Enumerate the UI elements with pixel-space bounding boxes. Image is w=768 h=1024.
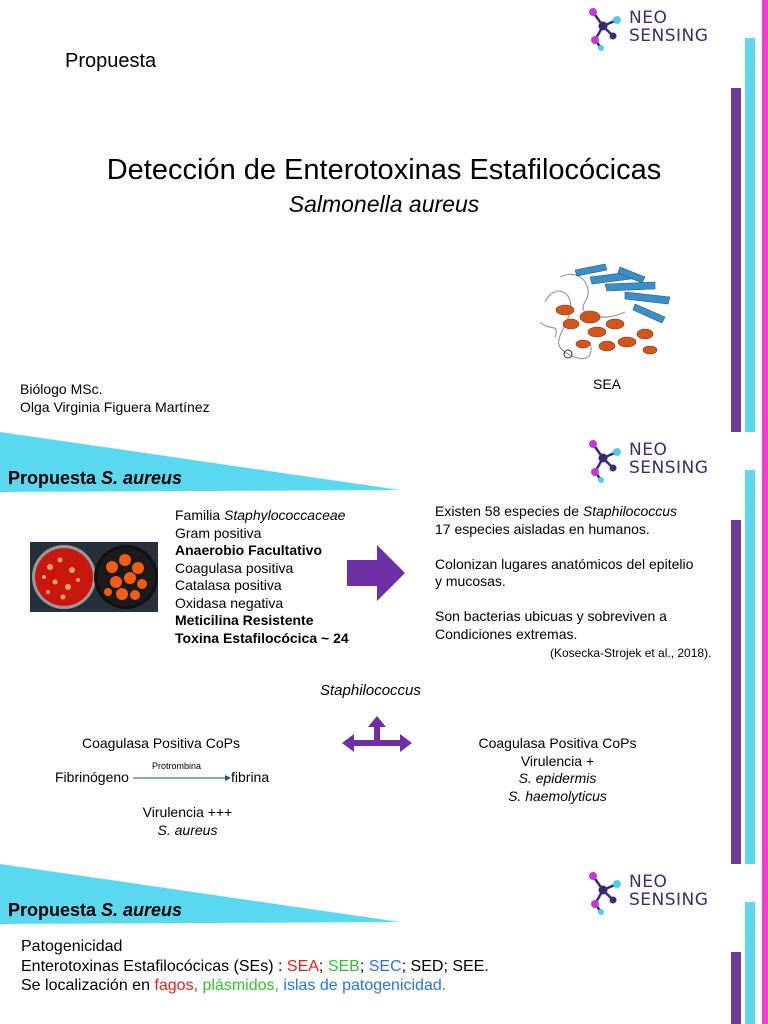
neo-sensing-logo: NEO SENSING — [585, 6, 735, 56]
pathogenicity-heading: Patogenicidad — [21, 938, 123, 955]
genus-label: Staphilococcus — [320, 682, 421, 699]
toxin-others: SED; SEE. — [406, 957, 489, 975]
slide-overview: Propuesta S. aureus NEO SENSING — [0, 432, 768, 864]
left-branch-virulence: Virulencia +++ S. aureus — [120, 804, 255, 839]
pathogenicity-text: Patogenicidad Enterotoxinas Estafilocóci… — [21, 937, 489, 996]
purple-accent-bar — [731, 520, 741, 864]
left-species-text: S. aureus — [157, 821, 218, 838]
localization-label: Se localización en — [21, 977, 155, 994]
petri-dish-image — [30, 542, 158, 612]
separator: ; — [359, 957, 365, 975]
section-title-prefix: Propuesta — [8, 468, 102, 488]
slide-pathogenicity: Propuesta S. aureus NEO SENSING Patogeni… — [0, 864, 768, 1024]
author-credit: Biólogo MSc. Olga Virginia Figuera Martí… — [20, 380, 210, 416]
purple-accent-bar — [731, 952, 741, 1024]
fibrinogeno-label: Fibrinógeno — [55, 769, 129, 785]
property-coagulasa: Coagulasa positiva — [175, 559, 294, 576]
molecule-icon — [589, 8, 621, 51]
right-species-2: S. haemolyticus — [508, 787, 607, 804]
author-degree: Biólogo MSc. — [20, 381, 103, 397]
logo-text-sensing: SENSING — [629, 890, 709, 910]
neo-sensing-logo: NEO SENSING — [585, 438, 735, 488]
right-species-1: S. epidermis — [518, 770, 597, 786]
slide-title: NEO SENSING Propuesta Detección de Enter… — [0, 0, 768, 432]
right-branch: Coagulasa Positiva CoPs Virulencia + S. … — [470, 735, 645, 805]
property-familia-label: Familia — [175, 507, 225, 523]
toxin-sea: SEA — [286, 957, 319, 975]
property-familia-name: Staphylococcaceae — [224, 507, 346, 523]
logo-text-neo: NEO — [629, 8, 668, 28]
right-branch-title: Coagulasa Positiva CoPs — [478, 735, 637, 751]
property-meticilina: Meticilina Resistente — [175, 612, 314, 628]
location-plasmidos: plásmidos, — [202, 977, 279, 994]
toxin-seb: SEB — [327, 957, 360, 975]
section-title-species: S. aureus — [101, 468, 183, 488]
fact-genus: Staphilococcus — [582, 503, 678, 519]
fibrina-label: fibrina — [231, 769, 270, 785]
fact-humanos: 17 especies aisladas en humanos. — [435, 520, 650, 537]
separator: ; — [401, 957, 407, 975]
reaction-arrow-icon — [133, 775, 231, 781]
cyan-accent-bar — [745, 470, 755, 864]
logo-text-sensing: SENSING — [629, 458, 709, 478]
property-toxina: Toxina Estafilocócica ~ 24 — [175, 629, 349, 646]
pink-accent-bar — [762, 432, 768, 864]
enterotoxins-label: Enterotoxinas Estafilocócicas (SEs) : — [21, 957, 287, 975]
section-title-species: S. aureus — [101, 900, 183, 920]
fact-especies: Existen 58 especies de Staphilococcus — [435, 503, 693, 521]
toxin-sec: SEC — [368, 957, 402, 975]
header-ribbon — [0, 432, 400, 492]
citation: (Kosecka-Strojek et al., 2018). — [550, 646, 712, 660]
cyan-accent-bar — [745, 902, 755, 1024]
header-ribbon — [0, 864, 400, 924]
section-title: Propuesta S. aureus — [8, 468, 182, 489]
page-title: Detección de Enterotoxinas Estafilocócic… — [106, 154, 662, 186]
location-fagos: fagos, — [154, 977, 199, 994]
facts-block: Existen 58 especies de Staphilococcus 17… — [435, 503, 693, 643]
fact-mucosas: y mucosas. — [435, 573, 506, 589]
property-oxidasa: Oxidasa negativa — [175, 594, 284, 611]
branch-arrow-icon — [342, 716, 412, 752]
protein-structure-image — [539, 263, 671, 360]
pink-accent-bar — [762, 0, 768, 432]
author-name: Olga Virginia Figuera Martínez — [20, 399, 210, 415]
neo-sensing-logo: NEO SENSING — [585, 870, 735, 920]
slide-label: Propuesta — [65, 50, 157, 72]
localization-line: Se localización en fagos, plásmidos, isl… — [21, 976, 489, 996]
protein-caption: SEA — [593, 376, 622, 392]
molecule-icon — [589, 440, 621, 483]
left-virulence-text: Virulencia +++ — [142, 804, 233, 820]
property-gram: Gram positiva — [175, 524, 262, 541]
purple-accent-bar — [731, 88, 741, 432]
section-title-prefix: Propuesta — [8, 900, 102, 920]
logo-text-neo: NEO — [629, 872, 668, 892]
logo-text-sensing: SENSING — [629, 26, 709, 46]
right-arrow-icon — [347, 545, 405, 601]
molecule-icon — [589, 872, 621, 915]
properties-list: Familia Staphylococcaceae Gram positiva … — [175, 507, 349, 647]
enterotoxins-line: Enterotoxinas Estafilocócicas (SEs) : SE… — [21, 957, 489, 977]
protrombina-label: Protrombina — [152, 761, 202, 771]
fact-ubicuas: Son bacterias ubicuas y sobreviven a — [435, 608, 667, 624]
property-familia: Familia Staphylococcaceae — [175, 507, 349, 525]
property-catalasa: Catalasa positiva — [175, 577, 282, 593]
separator: ; — [318, 957, 324, 975]
location-islas: islas de patogenicidad. — [283, 977, 447, 994]
page-subtitle: Salmonella aureus — [288, 191, 480, 217]
right-virulence-text: Virulencia + — [520, 752, 595, 769]
fact-especies-text: Existen 58 especies de — [435, 503, 583, 519]
section-title: Propuesta S. aureus — [8, 900, 182, 921]
pink-accent-bar — [762, 864, 768, 1024]
property-anaerobio: Anaerobio Facultativo — [175, 542, 323, 558]
cyan-accent-bar — [745, 38, 755, 432]
left-branch-title: Coagulasa Positiva CoPs — [82, 735, 240, 751]
logo-text-neo: NEO — [629, 440, 668, 460]
fact-extremas: Condiciones extremas. — [435, 625, 578, 642]
fact-colonizan: Colonizan lugares anatómicos del epiteli… — [435, 555, 694, 572]
